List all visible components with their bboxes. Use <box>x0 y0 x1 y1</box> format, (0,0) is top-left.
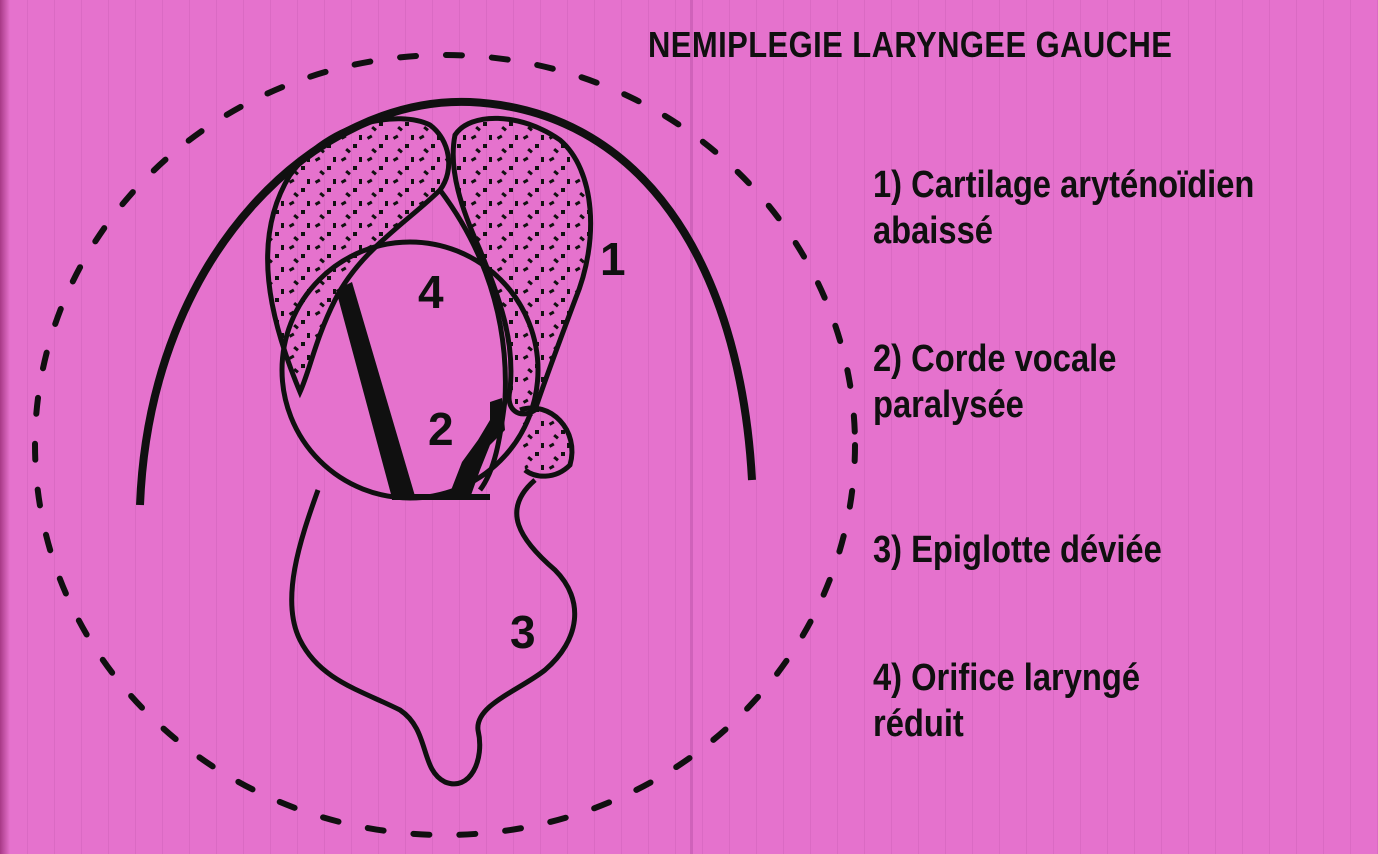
legend-item-4-line2: réduit <box>873 701 1140 747</box>
right-lobe <box>520 408 572 476</box>
marker-2: 2 <box>428 403 454 455</box>
legend-item-3: 3) Epiglotte déviée <box>873 527 1162 573</box>
marker-1: 1 <box>600 233 626 285</box>
legend-item-1-line2: abaissé <box>873 208 1254 254</box>
legend-item-3-line1: 3) Epiglotte déviée <box>873 527 1162 573</box>
legend-item-4-line1: 4) Orifice laryngé <box>873 655 1140 701</box>
marker-3: 3 <box>510 606 536 658</box>
legend-item-1: 1) Cartilage aryténoïdien abaissé <box>873 162 1254 254</box>
legend-item-1-line1: 1) Cartilage aryténoïdien <box>873 162 1254 208</box>
legend-item-2-line2: paralysée <box>873 382 1116 428</box>
marker-4: 4 <box>418 266 444 318</box>
legend-item-4: 4) Orifice laryngé réduit <box>873 655 1140 747</box>
legend-item-2: 2) Corde vocale paralysée <box>873 336 1116 428</box>
legend-item-2-line1: 2) Corde vocale <box>873 336 1116 382</box>
